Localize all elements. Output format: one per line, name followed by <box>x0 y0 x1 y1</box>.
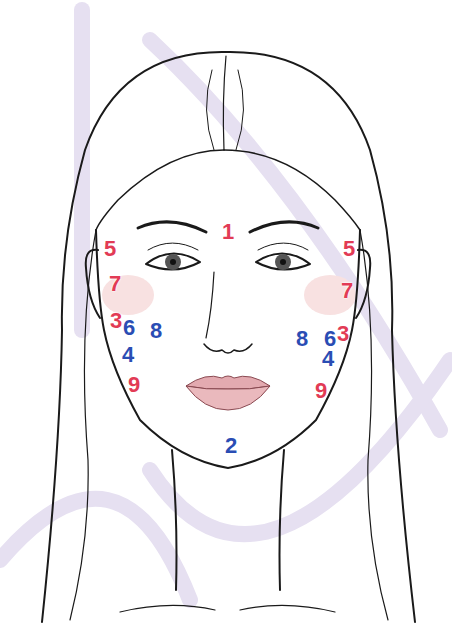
lips <box>186 376 270 389</box>
callout-number: 2 <box>225 435 237 457</box>
callout-number: 9 <box>128 374 140 396</box>
blush <box>304 275 356 315</box>
eye <box>256 253 310 269</box>
callout-number: 5 <box>343 238 355 260</box>
callout-number: 9 <box>315 380 327 402</box>
iris <box>165 254 181 270</box>
nose <box>206 272 214 338</box>
eyebrow <box>250 222 318 232</box>
watermark <box>0 10 450 600</box>
hair-outline <box>226 52 415 622</box>
callout-number: 6 <box>123 317 135 339</box>
callout-number: 4 <box>122 344 134 366</box>
callout-number: 8 <box>296 328 308 350</box>
neck <box>280 450 285 590</box>
callout-number: 3 <box>337 323 349 345</box>
callout-number: 8 <box>150 320 162 342</box>
callout-number: 7 <box>109 273 121 295</box>
eye <box>146 253 200 269</box>
ear <box>356 250 370 318</box>
face-outline <box>96 230 360 468</box>
hair-outline <box>42 52 226 622</box>
eyebrow <box>138 222 206 232</box>
callout-number: 4 <box>322 348 334 370</box>
callout-number: 3 <box>110 310 122 332</box>
lips <box>186 386 270 410</box>
callout-number: 5 <box>104 238 116 260</box>
neck <box>172 450 177 590</box>
callout-number: 7 <box>341 280 353 302</box>
iris <box>275 254 291 270</box>
callout-number: 1 <box>222 221 234 243</box>
callout-number: 6 <box>324 328 336 350</box>
ear <box>86 250 100 318</box>
